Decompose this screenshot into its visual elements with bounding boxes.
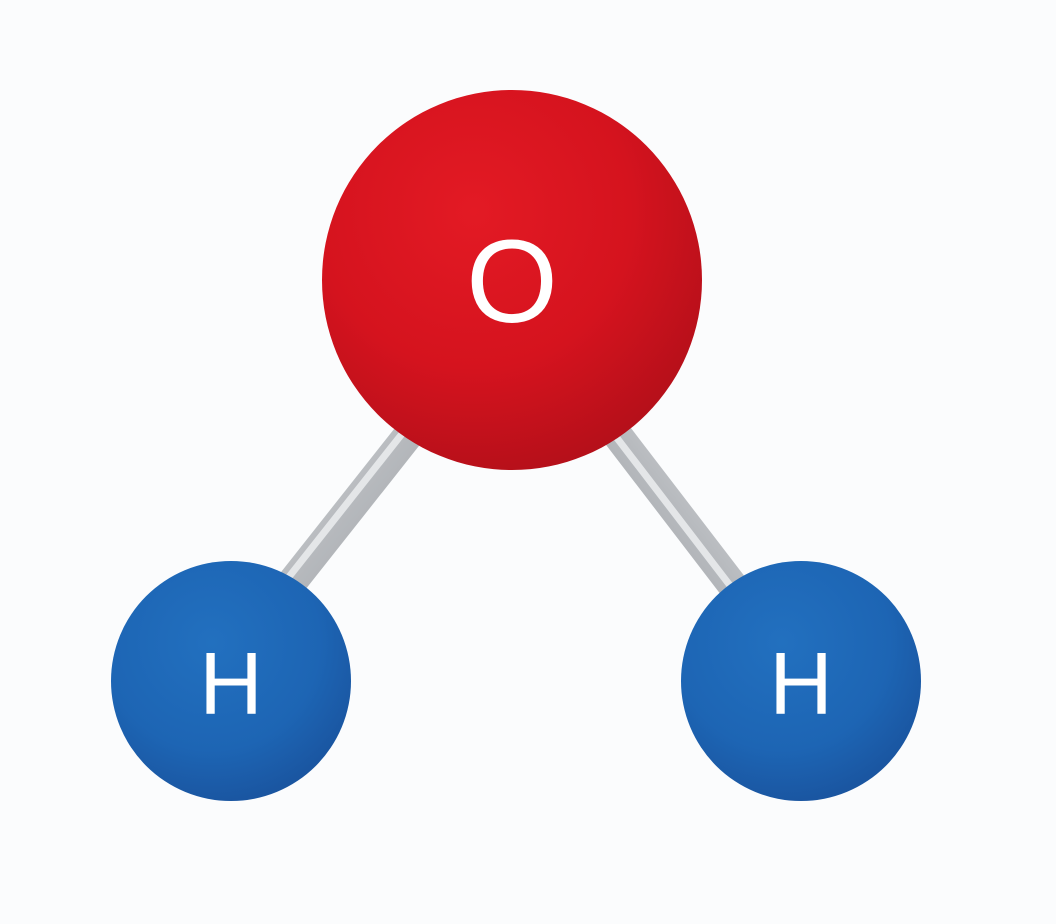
atom-hydrogen-right: H	[681, 561, 921, 801]
atom-label-hydrogen-right: H	[769, 634, 833, 733]
atom-label-oxygen: O	[466, 216, 558, 348]
atom-label-hydrogen-left: H	[199, 634, 263, 733]
atom-hydrogen-left: H	[111, 561, 351, 801]
bond-highlight	[604, 422, 738, 595]
hydrogen-sphere	[681, 561, 921, 801]
atoms: O H H	[111, 90, 921, 801]
atom-oxygen: O	[322, 90, 702, 470]
bond-rod	[270, 418, 426, 605]
bond-highlight	[274, 422, 412, 595]
oxygen-sphere	[322, 90, 702, 470]
hydrogen-sphere	[111, 561, 351, 801]
